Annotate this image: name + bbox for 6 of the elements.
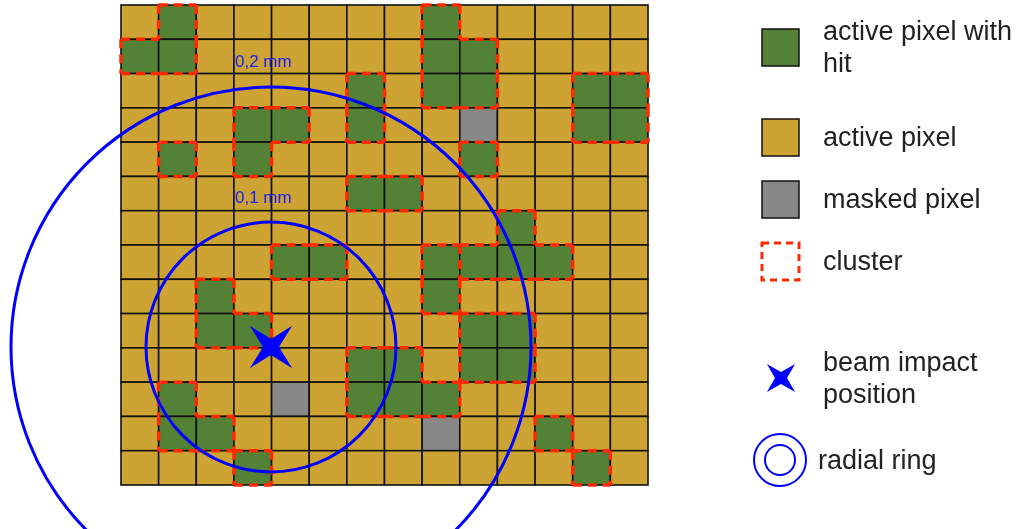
legend-label: active pixel	[823, 121, 958, 153]
legend-label: active pixel with hit	[823, 15, 1014, 79]
legend-label: beam impact position	[823, 346, 979, 410]
legend-label: masked pixel	[823, 183, 982, 215]
legend-label: radial ring	[818, 444, 938, 476]
legend-label: cluster	[823, 245, 904, 277]
